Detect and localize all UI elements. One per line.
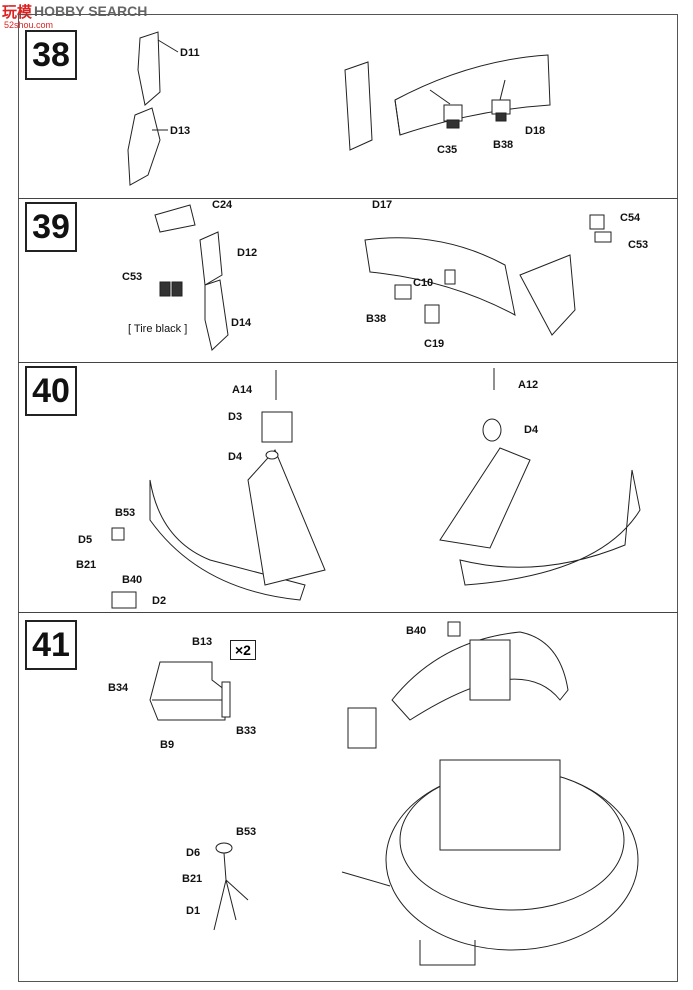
part-label: A12	[518, 379, 539, 391]
watermark-url: 52shou.com	[4, 20, 54, 30]
part-label: D17	[372, 199, 393, 211]
part-label: B13	[192, 636, 213, 648]
part-label: B53	[115, 507, 136, 519]
part-label: C53	[122, 271, 143, 283]
step-divider	[18, 362, 678, 363]
part-label: A14	[232, 384, 253, 396]
part-label: D18	[525, 125, 546, 137]
watermark-logo: 玩模 HOBBY SEARCH	[2, 2, 148, 21]
paint-note: [ Tire black ]	[128, 323, 188, 335]
step-number-41: 41	[25, 620, 77, 670]
part-label: C10	[413, 277, 434, 289]
part-label: D1	[186, 905, 201, 917]
part-label: B38	[493, 139, 514, 151]
step-divider	[18, 612, 678, 613]
part-label: D14	[231, 317, 252, 329]
watermark-text: HOBBY SEARCH	[34, 3, 148, 19]
quantity-multiplier: ×2	[230, 640, 256, 660]
part-label: B33	[236, 725, 257, 737]
part-label: B9	[160, 739, 175, 751]
part-label: B40	[122, 574, 143, 586]
part-label: C53	[628, 239, 649, 251]
part-label: D4	[228, 451, 243, 463]
part-label: D5	[78, 534, 93, 546]
part-label: D2	[152, 595, 167, 607]
step-number-40: 40	[25, 366, 77, 416]
step-number-39: 39	[25, 202, 77, 252]
part-label: C54	[620, 212, 641, 224]
part-label: D3	[228, 411, 243, 423]
instruction-frame	[18, 14, 678, 982]
part-label: D11	[180, 47, 200, 59]
part-label: B21	[182, 873, 203, 885]
part-label: C19	[424, 338, 445, 350]
part-label: B38	[366, 313, 387, 325]
step-divider	[18, 198, 678, 199]
part-label: C24	[212, 199, 233, 211]
part-label: B21	[76, 559, 97, 571]
part-label: D12	[237, 247, 258, 259]
part-label: B40	[406, 625, 427, 637]
part-label: B53	[236, 826, 257, 838]
part-label: C35	[437, 144, 458, 156]
part-label: D13	[170, 125, 191, 137]
step-number-38: 38	[25, 30, 77, 80]
part-label: D6	[186, 847, 201, 859]
part-label: D4	[524, 424, 539, 436]
part-label: B34	[108, 682, 129, 694]
watermark-cn-text: 玩模	[2, 3, 33, 21]
